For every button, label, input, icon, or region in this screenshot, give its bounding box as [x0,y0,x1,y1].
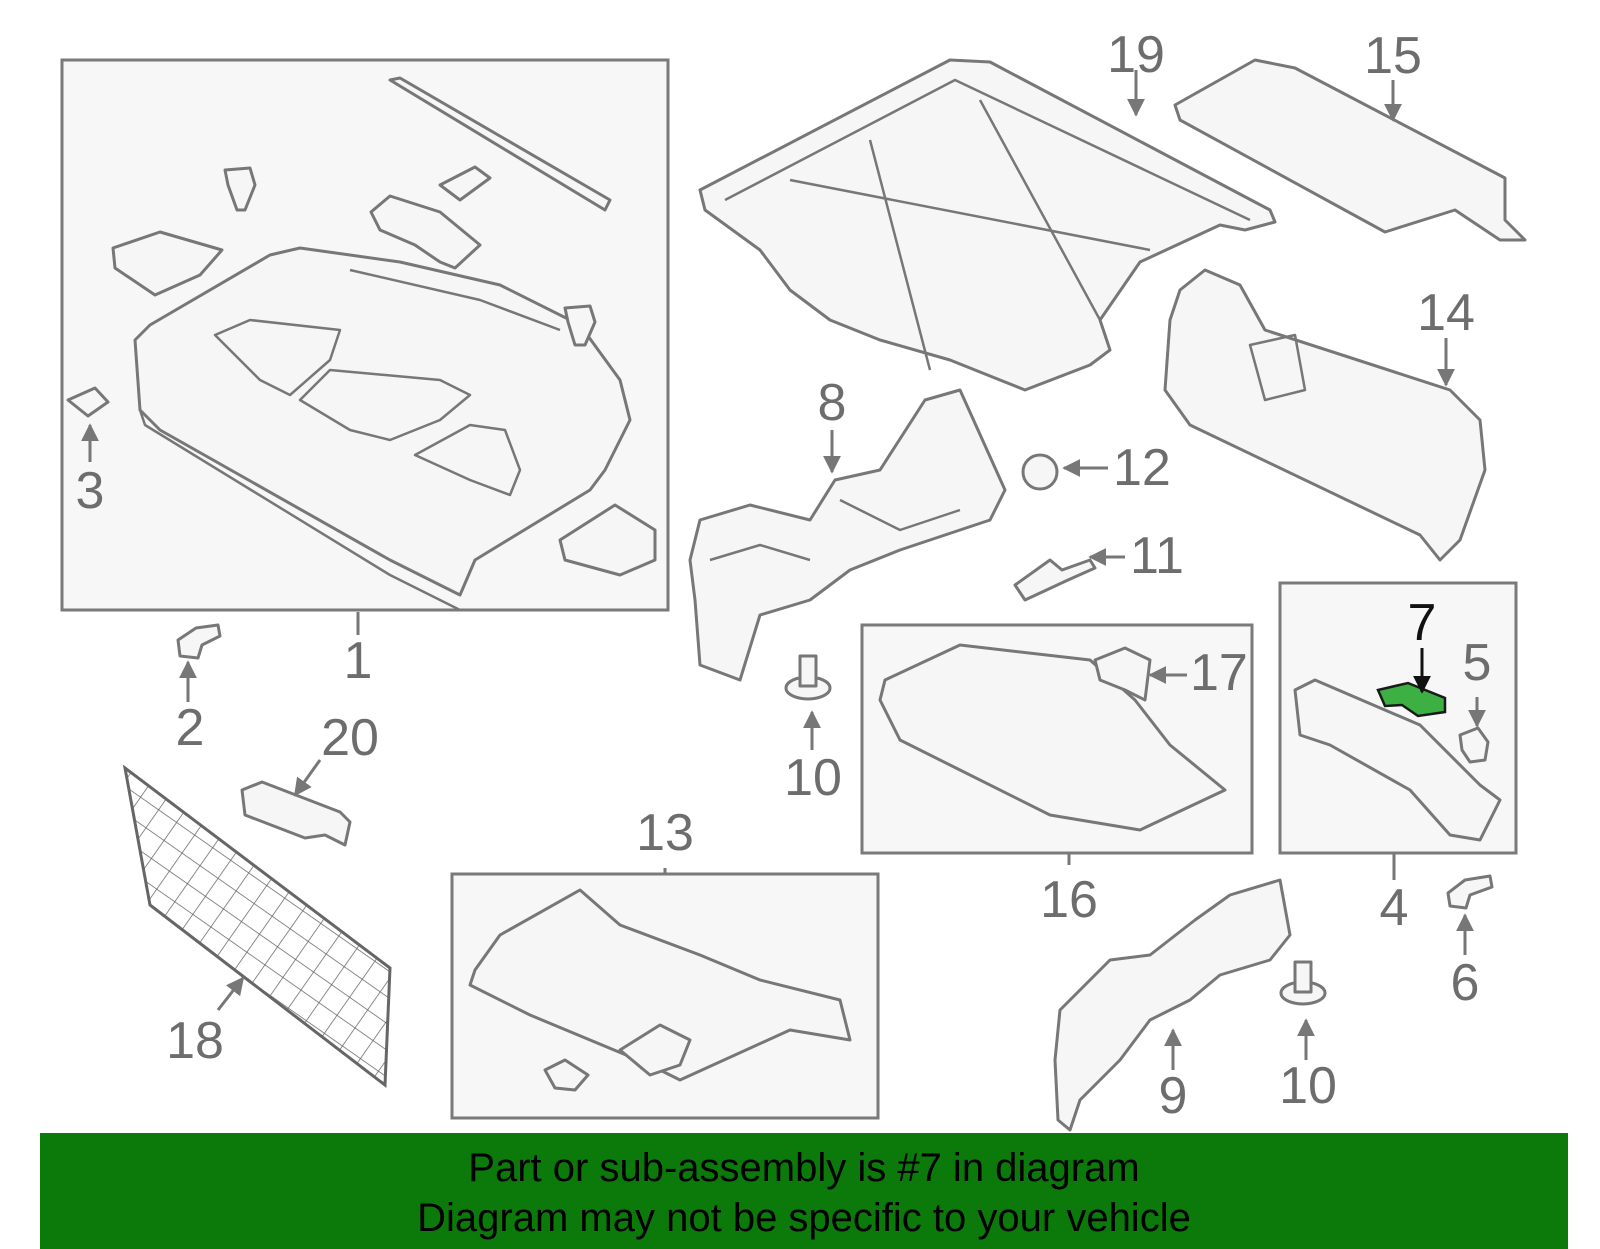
part-4-group [1278,581,1518,855]
tray-ridge [349,268,561,332]
callout-8: 8 [818,374,847,432]
quarter-trim-details [709,498,961,562]
mat-edge [724,78,1251,222]
tray-recess-mid [298,368,472,442]
callout-3: 3 [76,462,105,520]
callout-2: 2 [176,699,205,757]
part-12-plug [1021,453,1059,491]
banner-line-part: Part or sub-assembly is #7 in diagram [468,1146,1140,1190]
part-19-trunk-mat [698,58,1277,392]
mat-ribs [789,99,1151,371]
push-clip-right [563,304,597,347]
tray-recess-left [213,318,342,397]
part-16-group [860,623,1254,855]
part-16-spare-cover [878,643,1227,832]
package-tray-panel [133,246,632,597]
callout-15: 15 [1364,27,1422,85]
tray-rear-strip [388,76,612,212]
part-10-stem-upper [798,654,818,688]
part-14-trunk-trim [1163,268,1487,562]
part-5-nut [1458,726,1490,764]
part-4-member [1293,678,1502,842]
part-13-group [450,872,880,1120]
callout-11: 11 [1130,527,1184,585]
callout-10-upper: 10 [784,749,842,807]
tray-bracket [369,194,482,270]
callout-9: 9 [1159,1067,1188,1125]
tray-lip [138,409,461,612]
part-3-shape [66,386,110,418]
floor-clip [543,1058,590,1092]
part-6-bolt [1446,874,1494,910]
part-18-cargo-net [122,764,392,1088]
callout-7: 7 [1408,594,1437,652]
tray-recess-right [413,423,522,497]
leader-lines [81,70,1486,1070]
part-1-package-tray-group [60,58,670,612]
callout-20: 20 [321,709,379,767]
callout-16: 16 [1040,871,1098,929]
callout-12: 12 [1113,439,1171,497]
part-13-floor-panel [468,888,852,1082]
callout-5: 5 [1463,634,1492,692]
part-2-bolt [176,623,222,660]
part-10-stem-lower [1293,960,1313,994]
callout-18: 18 [166,1012,224,1070]
callout-19: 19 [1107,26,1165,84]
callout-4: 4 [1380,879,1409,937]
callout-13: 13 [636,804,694,862]
info-banner: Part or sub-assembly is #7 in diagram Di… [40,1133,1568,1249]
tray-cap-small [438,165,492,202]
trim-bracket [1248,333,1307,402]
callout-10-lower: 10 [1279,1057,1337,1115]
tray-cover-right [558,503,657,577]
callout-17: 17 [1190,644,1248,702]
callout-1: 1 [344,632,373,690]
callout-14: 14 [1417,284,1475,342]
part-17-clip [1093,646,1152,702]
part-9-quarter-trim [1053,878,1292,1132]
callout-labels: 1 2 3 4 5 6 7 8 9 10 10 11 12 13 14 15 1… [76,26,1492,1125]
floor-tab [618,1023,692,1077]
part-15-trunk-panel [1173,58,1527,242]
push-clip-upper [223,166,257,212]
part-20-handle [240,780,352,847]
tray-cover-left [111,230,224,297]
part-11-bolt [1013,558,1097,602]
part-8-quarter-trim [688,388,1007,682]
banner-line-disclaimer: Diagram may not be specific to your vehi… [417,1196,1191,1240]
callout-6: 6 [1451,954,1480,1012]
